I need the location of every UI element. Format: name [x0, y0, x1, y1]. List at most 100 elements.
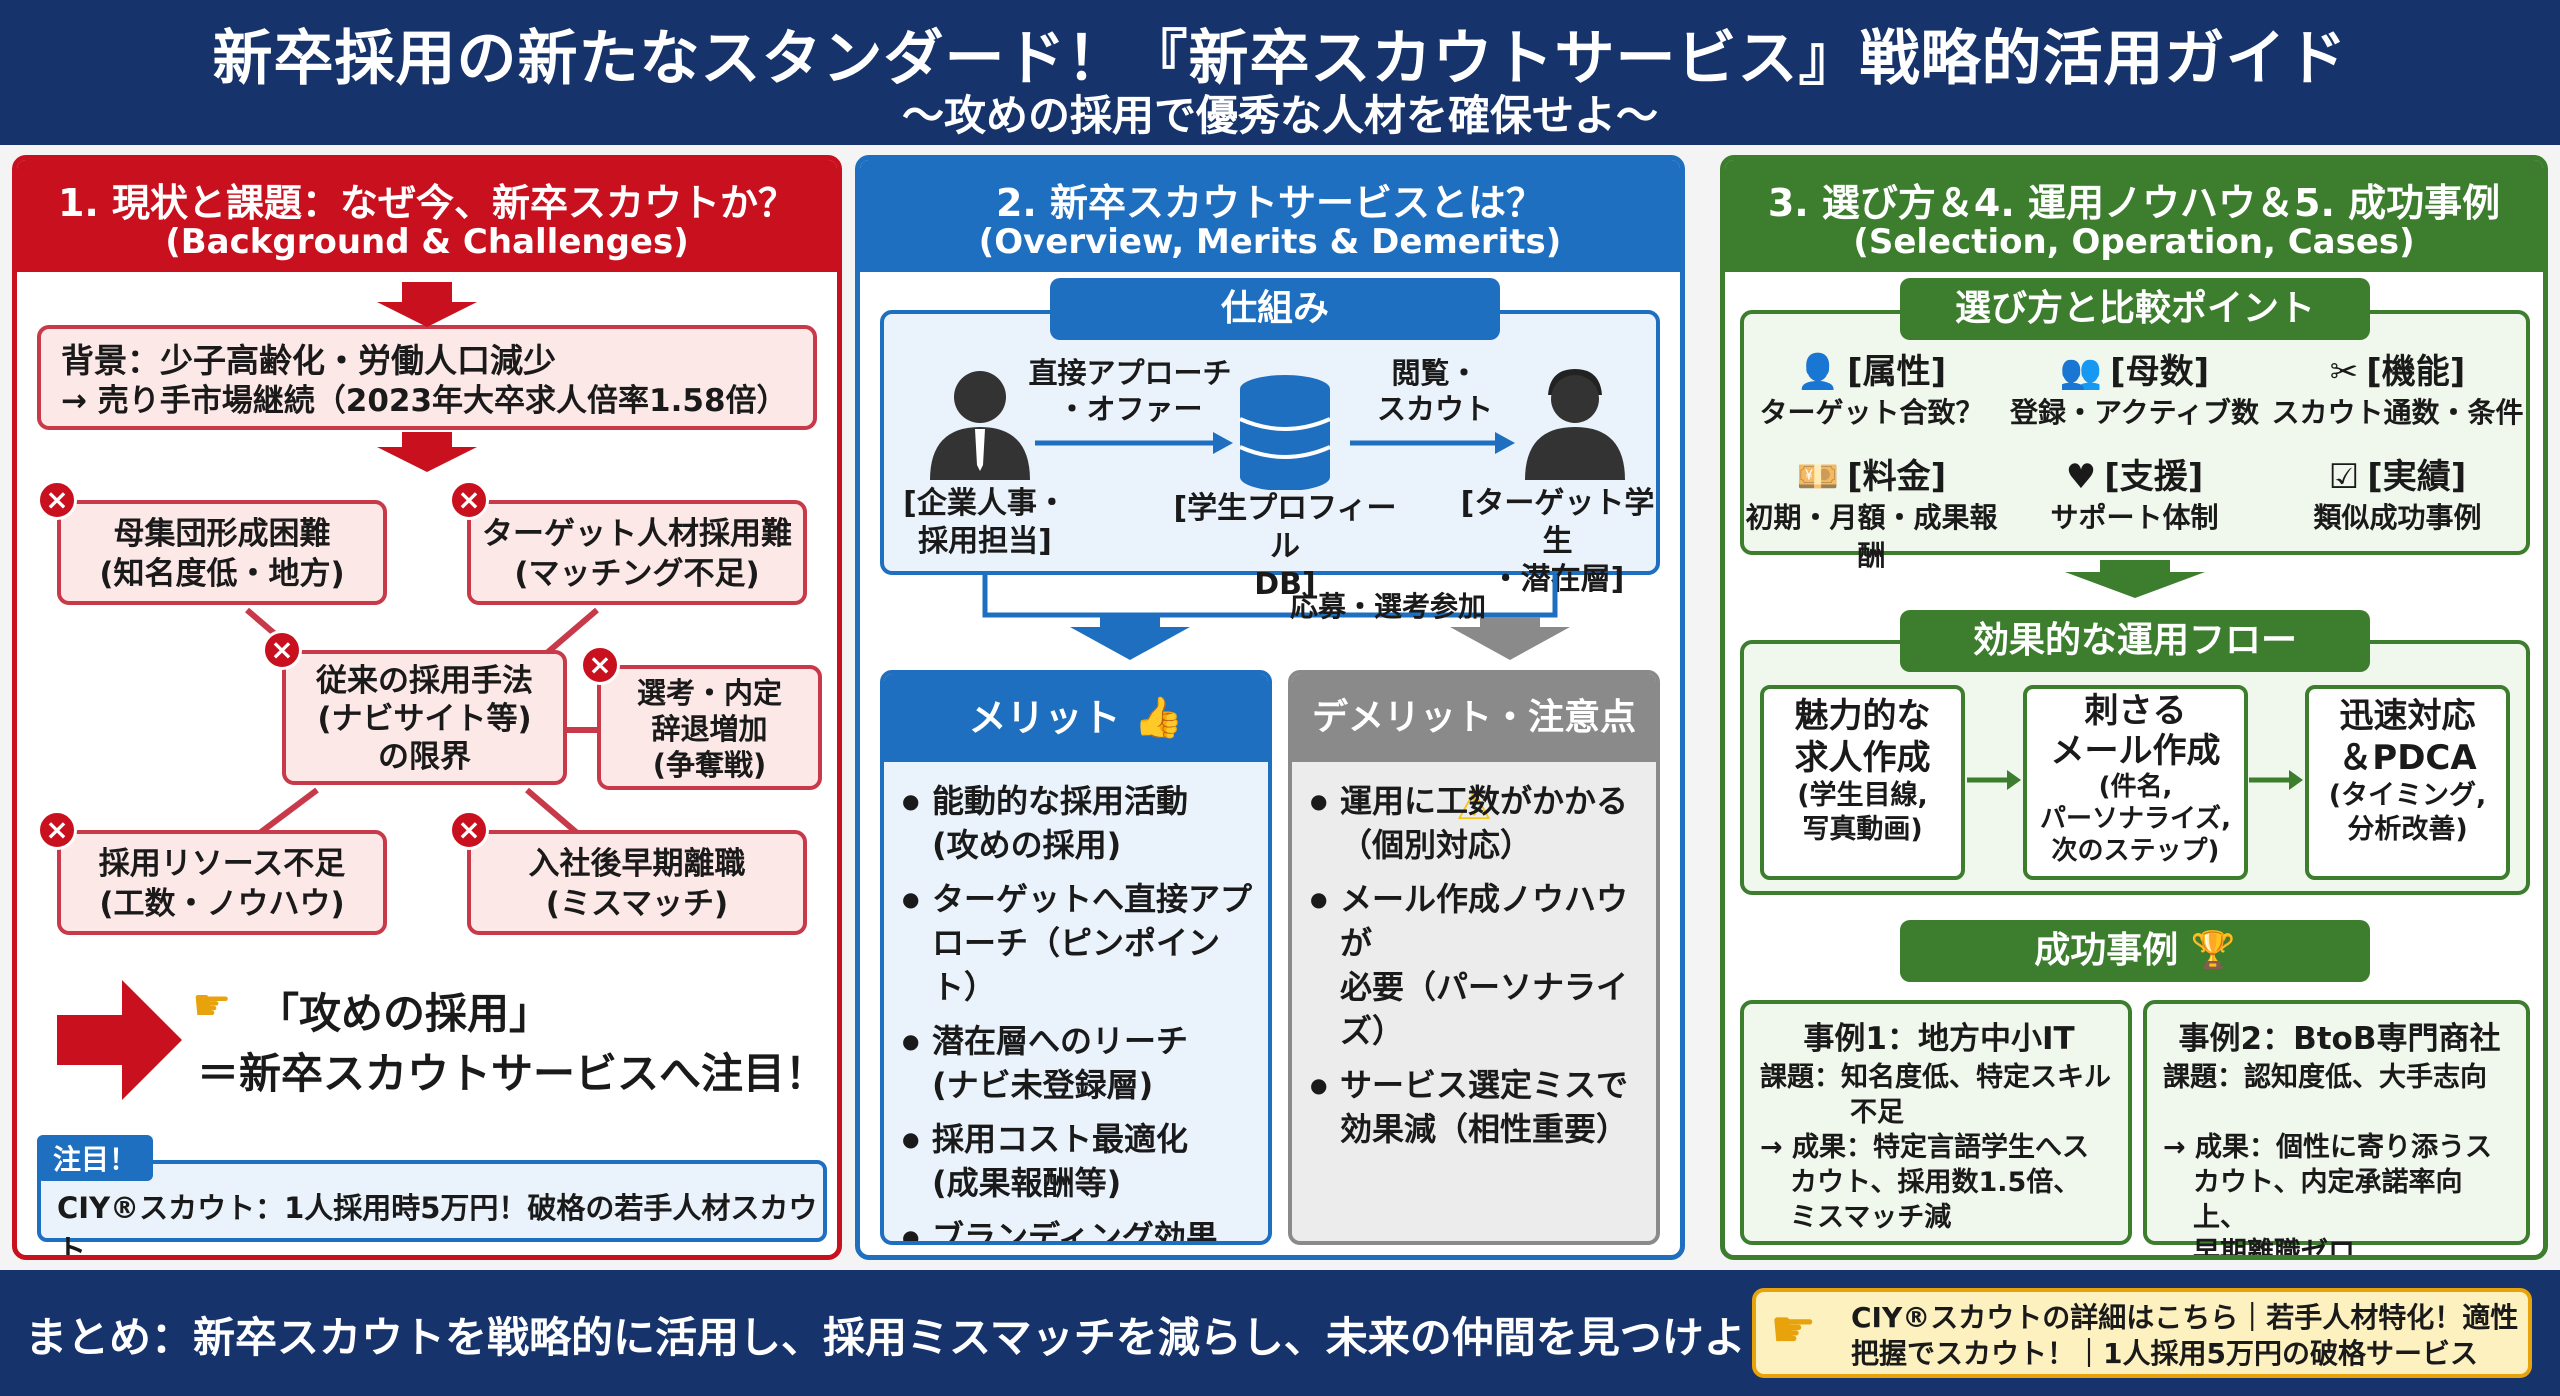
- issue-box-turnover: 入社後早期離職 (ミスマッチ): [467, 830, 807, 935]
- demerit-label: デメリット・注意点: [1311, 697, 1636, 738]
- list-item: 能動的な採用活動●: [902, 779, 1258, 823]
- note-label: 注目！: [37, 1135, 154, 1181]
- db-label: [学生プロフィール DB]: [1173, 491, 1397, 602]
- x-mark-icon: ×: [37, 480, 77, 520]
- background-line1: 背景：少子高齢化・労働人口減少: [61, 341, 556, 380]
- cta-line2: 把握でスカウト！｜1人採用5万円の破格サービス: [1851, 1337, 2478, 1370]
- student-icon: [1525, 369, 1625, 480]
- pointing-hand-icon: ☛: [192, 980, 232, 1031]
- list-item: 潜在層へのリーチ●: [902, 1019, 1258, 1063]
- panel2-header: 2. 新卒スカウトサービスとは？ (Overview, Merits & Dem…: [860, 160, 1680, 272]
- case-1-box: 事例1：地方中小IT 課題：知名度低、特定スキル 不足 → 成果：特定言語学生へ…: [1740, 1000, 2132, 1245]
- flow-step-3: 迅速対応 ＆PDCA (タイミング, 分析改善): [2305, 685, 2510, 880]
- flow-step-2: 刺さる メール作成 (件名, パーソナライズ, 次のステップ): [2023, 685, 2248, 880]
- merit-list: 能動的な採用活動●(攻めの採用) ターゲットへ直接アプ●ローチ（ピンポイント） 潜在…: [902, 779, 1258, 1245]
- panel2-subtitle: (Overview, Merits & Demerits): [978, 222, 1562, 262]
- list-item: 効果減（相性重要）: [1340, 1110, 1629, 1148]
- criteria-desc: スカウト通数・条件: [2271, 396, 2524, 429]
- merit-header: メリット 👍: [884, 674, 1268, 762]
- list-item: (攻めの採用): [932, 826, 1122, 864]
- arrow2-label: 閲覧・ スカウト: [1376, 356, 1493, 426]
- issue-box-target: ターゲット人材採用難 (マッチング不足): [467, 500, 807, 605]
- list-item: (ナビ未登録層): [932, 1066, 1154, 1104]
- criteria-name: [実績]: [2367, 457, 2467, 497]
- header-banner: 新卒採用の新たなスタンダード！『新卒スカウトサービス』戦略的活用ガイド ～攻めの…: [0, 0, 2560, 145]
- panel1-header: 1. 現状と課題：なぜ今、新卒スカウトか？ (Background & Chal…: [17, 160, 837, 272]
- criteria-item: ☑[実績] 類似成功事例: [2266, 455, 2529, 537]
- criteria-name: [属性]: [1847, 352, 1947, 392]
- panel-selection-operation-cases: 3. 選び方＆4. 運用ノウハウ＆5. 成功事例 (Selection, Ope…: [1720, 155, 2548, 1260]
- selection-label: 選び方と比較ポイント: [1900, 278, 2370, 340]
- warning-icon: ⚠: [1456, 783, 1492, 829]
- issue-box-decline: 選考・内定 辞退増加 (争奪戦): [597, 665, 822, 790]
- thumbs-up-icon: 👍: [1133, 695, 1184, 741]
- summary-text: まとめ：新卒スカウトを戦略的に活用し、採用ミスマッチを減らし、未来の仲間を見つけ…: [25, 1313, 1830, 1362]
- criteria-name: [母数]: [2110, 352, 2210, 392]
- panel-overview: 2. 新卒スカウトサービスとは？ (Overview, Merits & Dem…: [855, 155, 1685, 1260]
- down-arrows: [377, 282, 477, 472]
- bullet-icon: ●: [1310, 789, 1328, 813]
- merit-label: メリット: [968, 696, 1121, 740]
- support-icon: ♥: [2065, 457, 2097, 497]
- down-arrow-icon: [2065, 560, 2205, 598]
- issue-box-resource: 採用リソース不足 (工数・ノウハウ): [57, 830, 387, 935]
- bullet-icon: ●: [902, 1225, 920, 1245]
- issue-box-traditional: 従来の採用手法 (ナビサイト等) の限界: [282, 650, 567, 785]
- x-mark-icon: ×: [449, 480, 489, 520]
- list-item: ローチ（ピンポイント）: [932, 924, 1221, 1006]
- criteria-desc: 初期・月額・成果報酬: [1745, 501, 1998, 572]
- x-mark-icon: ×: [580, 645, 620, 685]
- criteria-name: [支援]: [2104, 457, 2204, 497]
- x-mark-icon: ×: [37, 810, 77, 850]
- bullet-icon: ●: [902, 887, 920, 911]
- list-item: ターゲットへ直接アプ●: [902, 877, 1258, 921]
- list-item: サービス選定ミスで●: [1310, 1063, 1646, 1107]
- panel3-header: 3. 選び方＆4. 運用ノウハウ＆5. 成功事例 (Selection, Ope…: [1725, 160, 2543, 272]
- criteria-item: 👤[属性]ターゲット合致？: [1740, 350, 2003, 432]
- criteria-desc: サポート体制: [2050, 501, 2219, 534]
- selection-box: [1740, 310, 2530, 555]
- checklist-icon: ☑: [2328, 457, 2360, 497]
- cta-line1: CIY®スカウトの詳細はこちら｜若手人材特化！適性: [1851, 1301, 2519, 1334]
- criteria-name: [料金]: [1847, 457, 1947, 497]
- big-right-arrow-icon: [57, 980, 182, 1100]
- bullet-icon: ●: [1310, 887, 1328, 911]
- arrow1-label: 直接アプローチ ・オファー: [1028, 356, 1232, 426]
- criteria-grid: 👤[属性]ターゲット合致？👥[母数]登録・アクティブ数✂[機能]スカウト通数・条…: [1740, 350, 2530, 572]
- criteria-desc: 登録・アクティブ数: [2010, 396, 2259, 429]
- flow-label: 効果的な運用フロー: [1900, 610, 2370, 672]
- issue-box-population: 母集団形成困難 (知名度低・地方): [57, 500, 387, 605]
- demerit-box: デメリット・注意点 ⚠ 運用に工数がかかる●（個別対応）メール作成ノウハウが●必…: [1288, 670, 1660, 1245]
- student-label: [ターゲット学生 ・潜在層]: [1460, 486, 1655, 597]
- demerit-header: デメリット・注意点 ⚠: [1292, 674, 1656, 829]
- panel1-subtitle: (Background & Challenges): [165, 222, 689, 262]
- criteria-name: [機能]: [2366, 352, 2466, 392]
- x-mark-icon: ×: [262, 630, 302, 670]
- mechanism-label: 仕組み: [1050, 278, 1500, 340]
- criteria-desc: 類似成功事例: [2313, 501, 2482, 534]
- bullet-icon: ●: [902, 1127, 920, 1151]
- background-line2: → 売り手市場継続（2023年大卒求人倍率1.58倍）: [61, 383, 788, 419]
- list-item: ズ）: [1340, 1012, 1405, 1050]
- flow-step-1: 魅力的な 求人作成 (学生目線, 写真動画): [1760, 685, 1965, 880]
- panel-background-challenges: 1. 現状と課題：なぜ今、新卒スカウトか？ (Background & Chal…: [12, 155, 842, 1260]
- list-item: ブランディング効果●: [902, 1215, 1258, 1245]
- criteria-item: ♥[支援] サポート体制: [2003, 455, 2266, 537]
- bullet-icon: ●: [1310, 1073, 1328, 1097]
- panel3-title: 3. 選び方＆4. 運用ノウハウ＆5. 成功事例: [1767, 181, 2501, 225]
- flow-connector: [982, 575, 1570, 660]
- arrow-right-icon: [1350, 432, 1515, 454]
- criteria-item: ✂[機能]スカウト通数・条件: [2266, 350, 2529, 432]
- database-icon: [1239, 375, 1331, 490]
- group-icon: 👥: [2059, 352, 2103, 392]
- cases-label: 成功事例 🏆: [1900, 920, 2370, 982]
- cta-banner[interactable]: ☛ CIY®スカウトの詳細はこちら｜若手人材特化！適性 把握でスカウト！｜1人採…: [1752, 1288, 2532, 1378]
- pointing-hand-icon: ☛: [1770, 1300, 1817, 1360]
- conclusion-line1: 「攻めの採用」: [257, 989, 552, 1038]
- background-box: 背景：少子高齢化・労働人口減少 → 売り手市場継続（2023年大卒求人倍率1.5…: [37, 325, 817, 430]
- list-item: （個別対応）: [1340, 826, 1533, 864]
- x-mark-icon: ×: [449, 810, 489, 850]
- company-label: [企業人事・ 採用担当]: [903, 486, 1067, 559]
- list-item: (成果報酬等): [932, 1164, 1122, 1202]
- case-2-box: 事例2：BtoB専門商社 課題：認知度低、大手志向 → 成果：個性に寄り添うス …: [2143, 1000, 2530, 1255]
